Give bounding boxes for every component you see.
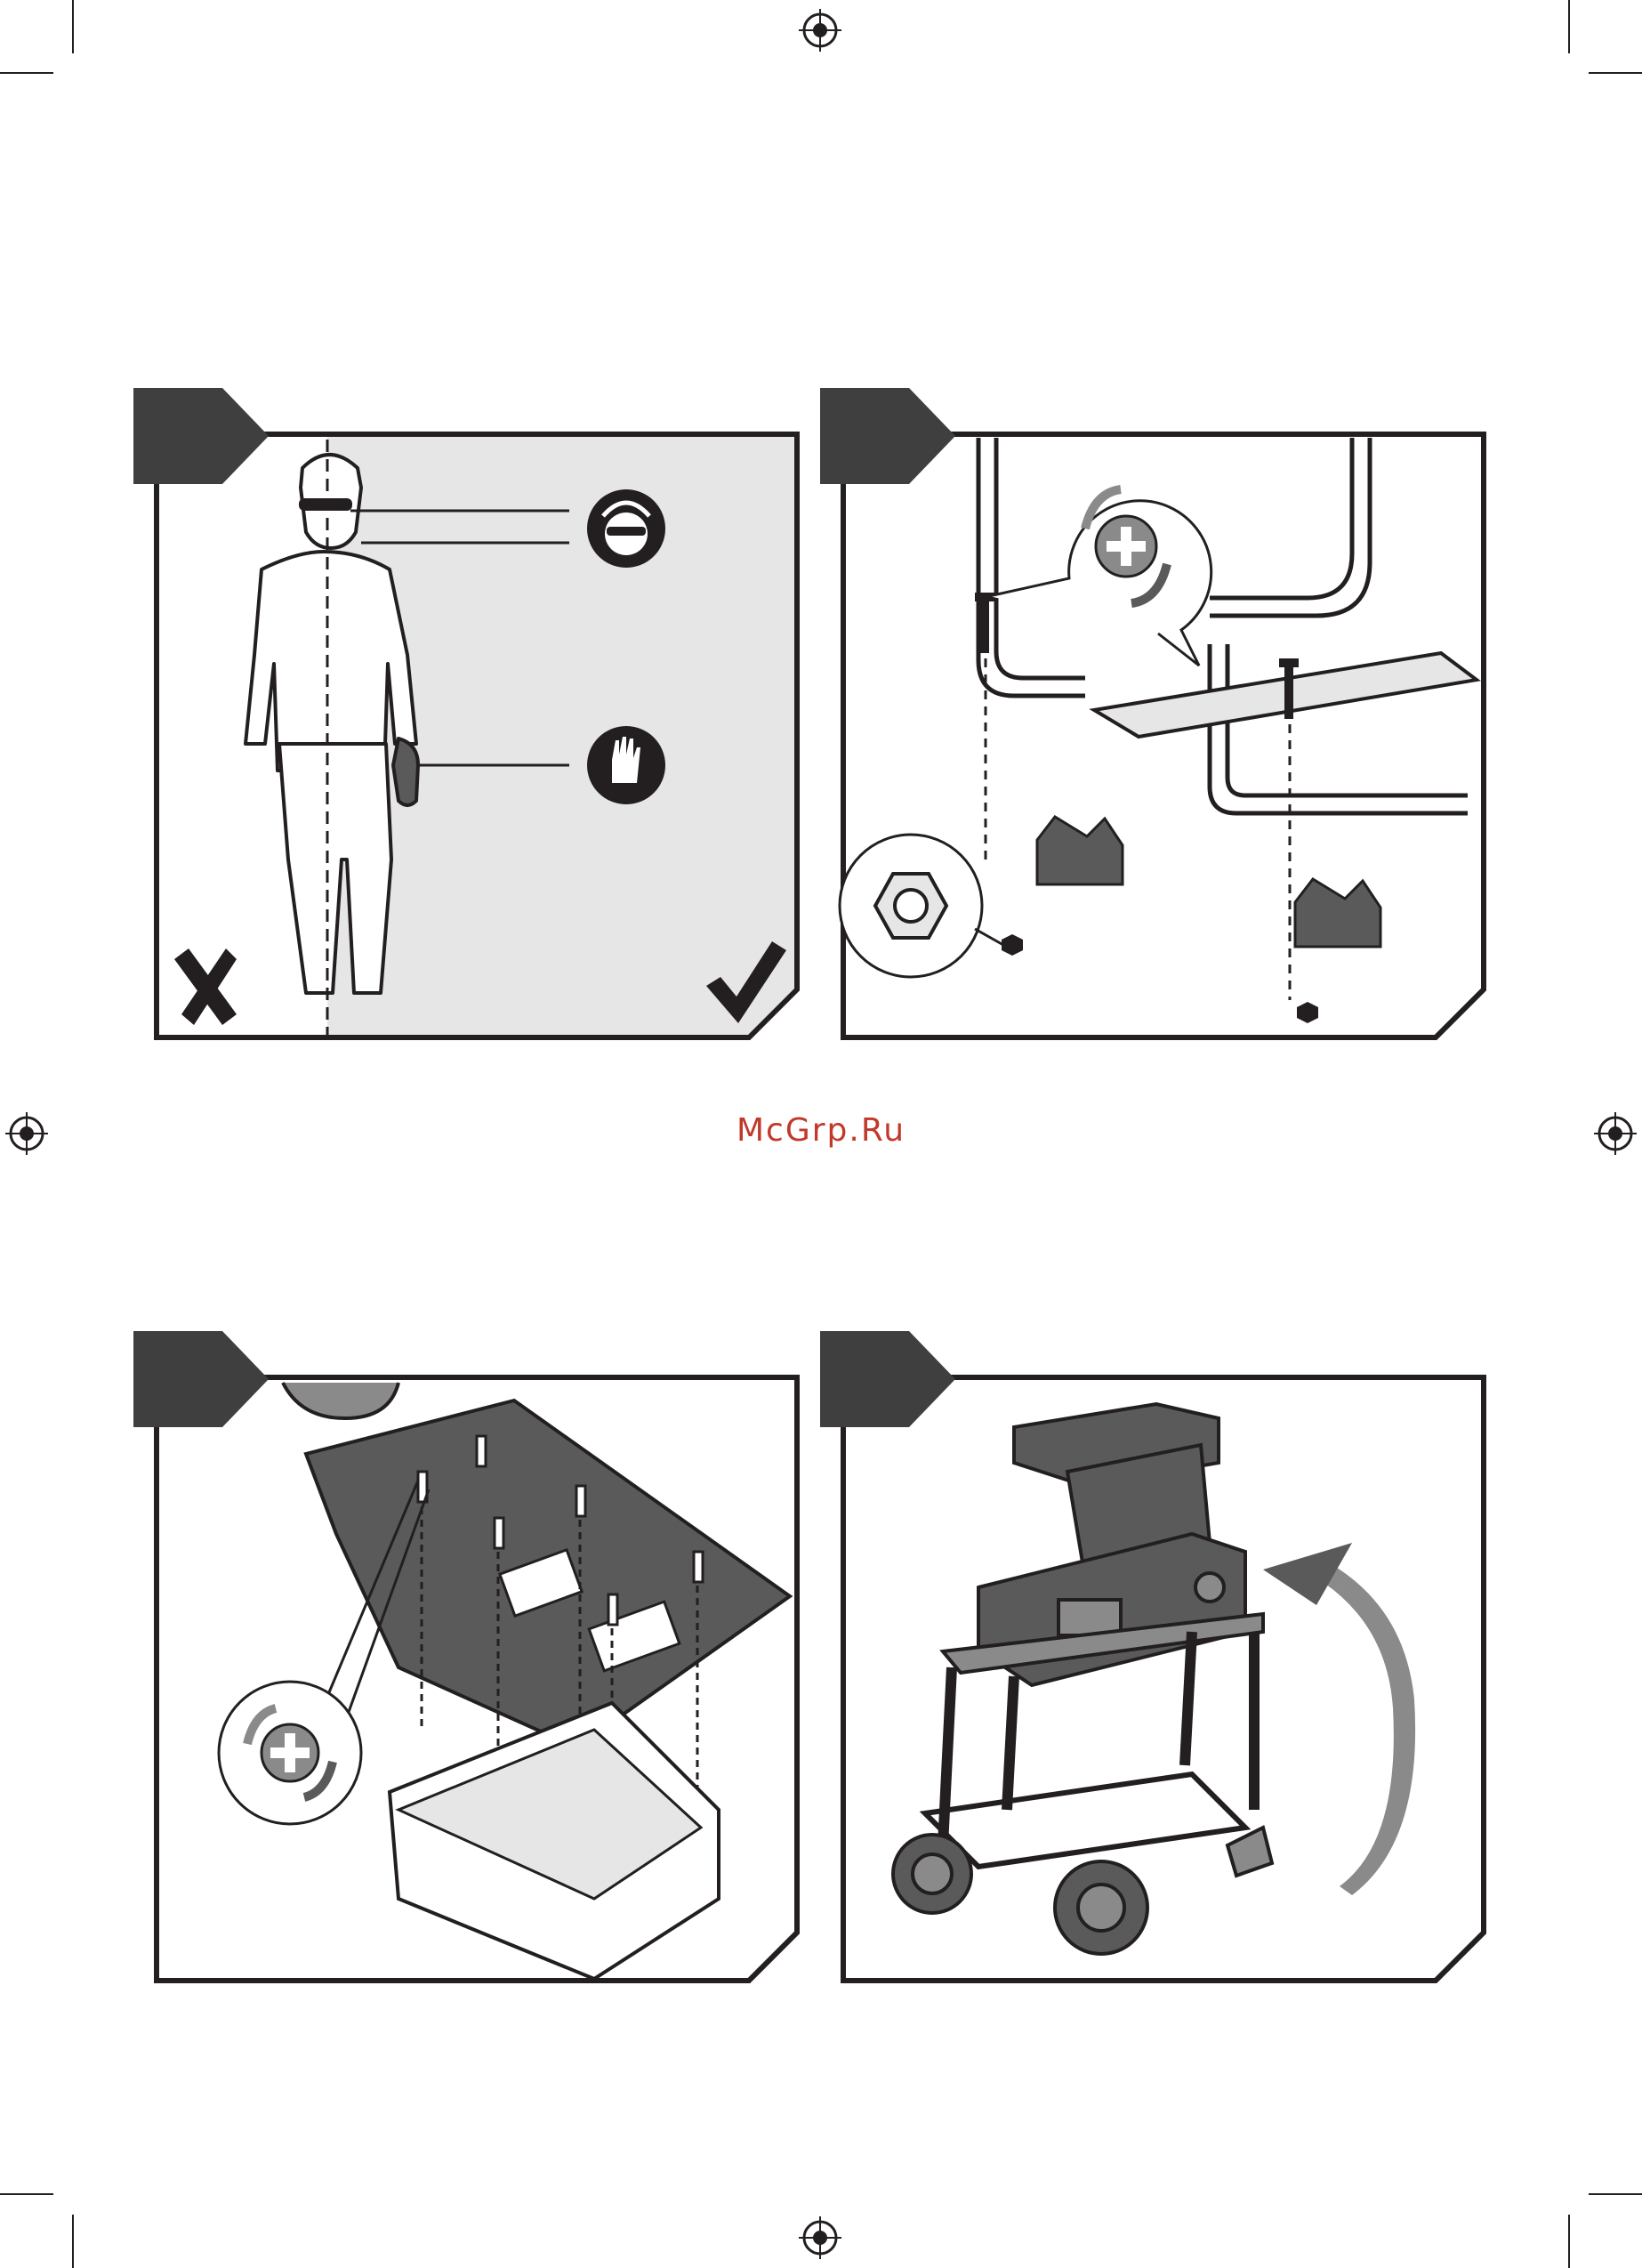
- safety-glasses: [299, 498, 352, 511]
- panel-protective-equipment: [132, 386, 808, 1041]
- panel-turn-upright: [818, 1329, 1494, 1984]
- watermark: McGrp.Ru: [0, 1112, 1642, 1149]
- face-protection-icon: [587, 489, 665, 568]
- panel-screw-stand-to-body: [132, 1329, 808, 1984]
- gloves-icon: [587, 726, 665, 804]
- panel-attach-feet: [818, 386, 1494, 1041]
